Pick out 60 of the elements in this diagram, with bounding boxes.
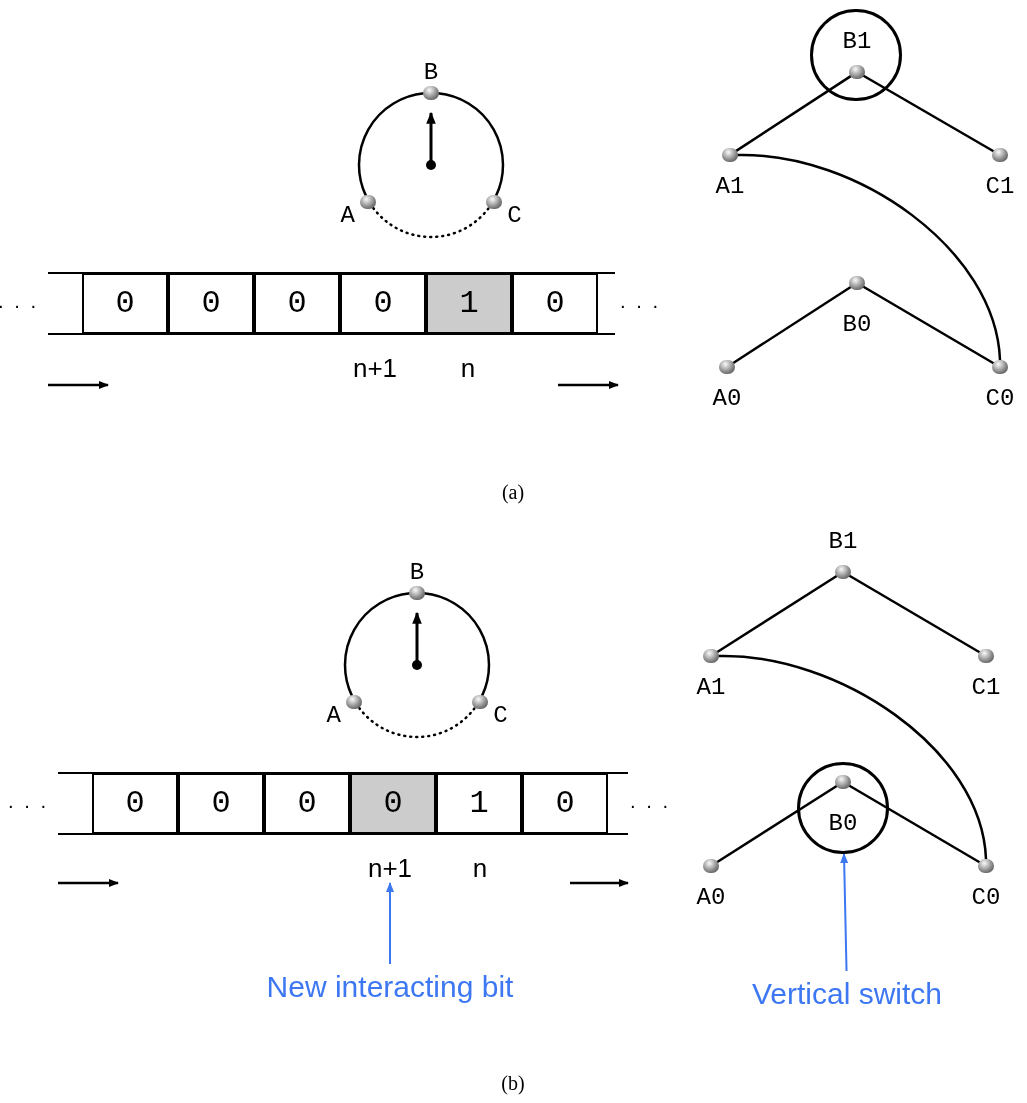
connector-line — [357, 92, 425, 197]
bit-index-label: n — [472, 851, 488, 885]
connector-line — [848, 574, 981, 654]
ellipsis-label: · · · — [619, 293, 661, 318]
bit-index-label: n — [460, 351, 476, 385]
leader-arrow — [840, 853, 849, 972]
connector-line — [736, 153, 1002, 361]
node-label: A — [326, 702, 341, 730]
node-label: C1 — [971, 675, 1001, 701]
connector-line — [732, 285, 852, 365]
panel-label: (a) — [501, 480, 525, 506]
bit-index-label: n+1 — [352, 351, 398, 385]
node-label: C1 — [985, 174, 1015, 200]
node-label: C0 — [985, 386, 1015, 412]
tape-cell: 1 — [436, 773, 522, 834]
node-label: B0 — [842, 312, 872, 338]
tape-cell: 0 — [168, 273, 254, 334]
connector-line — [862, 74, 995, 153]
ellipsis-label: · · · — [629, 793, 671, 818]
tape-cell: 0 — [512, 273, 598, 334]
node-label: A0 — [712, 386, 742, 412]
tape-cell: 0 — [340, 273, 426, 334]
node-label: B0 — [828, 811, 858, 837]
node-label: A0 — [696, 885, 726, 911]
annotation-text: New interacting bit — [230, 964, 550, 1008]
ellipsis-label: · · · — [7, 793, 49, 818]
node-label: A — [340, 202, 355, 230]
connector-line — [716, 574, 838, 654]
annotation-text: Vertical switch — [722, 971, 972, 1015]
connector-line — [848, 784, 981, 864]
dotted-arc — [372, 206, 490, 239]
dotted-arc — [358, 706, 476, 739]
panel-label: (b) — [501, 1071, 525, 1096]
connector-line — [716, 784, 838, 864]
leader-arrow — [386, 882, 394, 965]
connector-line — [862, 285, 995, 365]
tape-cell: 0 — [350, 773, 436, 834]
node-label: B1 — [842, 29, 872, 55]
node-label: B — [423, 60, 439, 86]
connector-line — [437, 92, 505, 197]
tape-cell: 0 — [264, 773, 350, 834]
tape-cell: 0 — [82, 273, 168, 334]
tape-cell: 1 — [426, 273, 512, 334]
ellipsis-label: · · · — [0, 293, 39, 318]
node-label: A1 — [696, 675, 726, 701]
node-label: C0 — [971, 885, 1001, 911]
node-label: B1 — [828, 529, 858, 555]
connector-line — [343, 592, 411, 697]
tape-cell: 0 — [92, 773, 178, 834]
connector-line — [423, 592, 491, 697]
connector-line — [717, 654, 988, 860]
node-label: C — [507, 202, 522, 230]
tape-cell: 0 — [254, 273, 340, 334]
connector-line — [735, 74, 852, 153]
node-label: B — [409, 560, 425, 586]
node-label: C — [493, 702, 508, 730]
bit-index-label: n+1 — [362, 853, 418, 883]
tape-cell: 0 — [178, 773, 264, 834]
tape-cell: 0 — [522, 773, 608, 834]
node-label: A1 — [715, 174, 745, 200]
